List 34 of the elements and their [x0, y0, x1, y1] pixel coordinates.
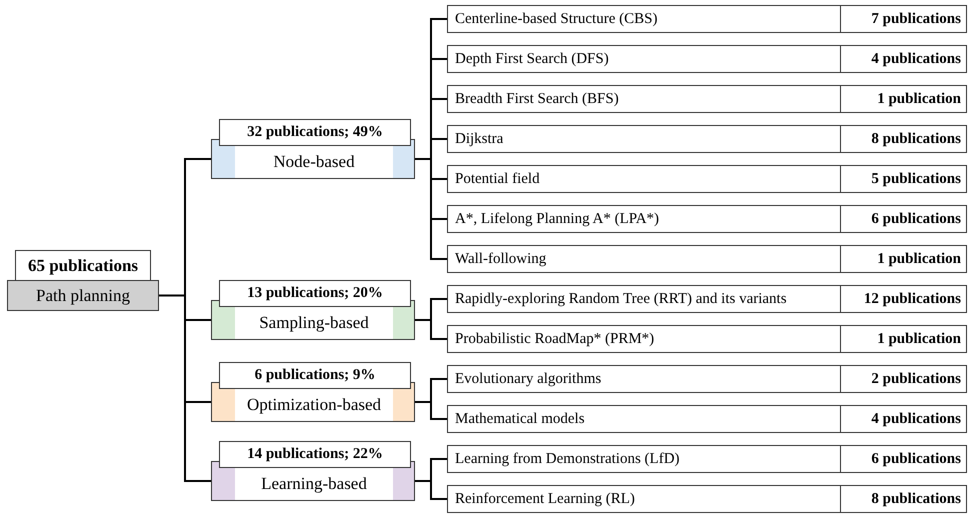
- count-cell: 6 publications: [841, 445, 967, 473]
- method-cell: Depth First Search (DFS): [447, 45, 841, 73]
- method-cell: Breadth First Search (BFS): [447, 85, 841, 113]
- method-cell: Evolutionary algorithms: [447, 365, 841, 393]
- count-cell: 1 publication: [841, 245, 967, 273]
- publication-count-label: 13 publications; 20%: [219, 280, 411, 307]
- count-cell: 1 publication: [841, 85, 967, 113]
- count-cell: 8 publications: [841, 485, 967, 513]
- method-cell: Centerline-based Structure (CBS): [447, 5, 841, 33]
- count-cell: 8 publications: [841, 125, 967, 153]
- publication-count-label: 6 publications; 9%: [219, 362, 411, 389]
- method-cell: Mathematical models: [447, 405, 841, 433]
- method-cell: Wall-following: [447, 245, 841, 273]
- count-cell: 7 publications: [841, 5, 967, 33]
- count-cell: 6 publications: [841, 205, 967, 233]
- publication-count-label: 65 publications: [15, 250, 151, 281]
- count-cell: 4 publications: [841, 45, 967, 73]
- method-cell: Probabilistic RoadMap* (PRM*): [447, 325, 841, 353]
- method-cell: A*, Lifelong Planning A* (LPA*): [447, 205, 841, 233]
- count-cell: 12 publications: [841, 285, 967, 313]
- publication-count-label: 14 publications; 22%: [219, 441, 411, 468]
- method-cell: Reinforcement Learning (RL): [447, 485, 841, 513]
- tree-connector: [415, 319, 447, 340]
- count-cell: 4 publications: [841, 405, 967, 433]
- method-cell: Rapidly-exploring Random Tree (RRT) and its variants: [447, 285, 841, 313]
- root-box: Path planning: [7, 280, 159, 311]
- publication-count-label: 32 publications; 49%: [219, 119, 411, 146]
- count-cell: 2 publications: [841, 365, 967, 393]
- method-cell: Dijkstra: [447, 125, 841, 153]
- count-cell: 1 publication: [841, 325, 967, 353]
- count-cell: 5 publications: [841, 165, 967, 193]
- method-cell: Learning from Demonstrations (LfD): [447, 445, 841, 473]
- method-cell: Potential field: [447, 165, 841, 193]
- tree-connector: [159, 294, 211, 482]
